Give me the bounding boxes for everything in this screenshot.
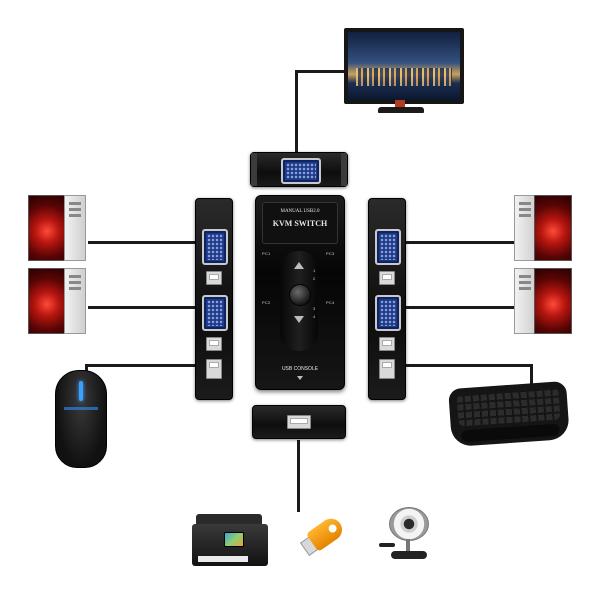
- webcam-icon: [379, 505, 431, 565]
- usb-b-port-pc1: [206, 271, 222, 285]
- up-arrow-icon: [294, 262, 304, 269]
- cable-pc3: [402, 241, 514, 244]
- cable-monitor: [295, 70, 298, 158]
- kvm-label-main: KVM SWITCH: [272, 219, 328, 228]
- down-arrow-icon: [297, 376, 303, 380]
- monitor-base: [378, 107, 424, 113]
- led-label-4: 4: [313, 314, 316, 319]
- cable-pc1: [88, 241, 196, 244]
- vga-port-pc3: [375, 229, 401, 265]
- port-label-pc4: PC4: [326, 300, 335, 305]
- cable-usb-peripherals: [297, 440, 300, 512]
- usb-b-port-pc3: [379, 271, 395, 285]
- pc-tower-icon: [514, 195, 572, 261]
- usb-a-port-keyboard: [379, 359, 395, 379]
- vga-port-pc2: [202, 295, 228, 331]
- usb-a-port-mouse: [206, 359, 222, 379]
- monitor-screen: [344, 28, 464, 104]
- usb-out-port-block: [252, 405, 346, 439]
- vga-port-pc1: [202, 229, 228, 265]
- right-port-panel: [368, 198, 406, 400]
- vga-out-port-block: [250, 152, 348, 187]
- usb-b-port-pc4: [379, 337, 395, 351]
- pc-tower-icon: [28, 195, 86, 261]
- usb-a-port: [287, 415, 311, 429]
- kvm-switch: MANUAL USB2.0 KVM SWITCH PC1 PC2 PC3 PC4…: [255, 195, 345, 390]
- led-label-1: 1: [313, 268, 316, 273]
- switch-button[interactable]: [289, 284, 311, 306]
- printer-icon: [192, 514, 268, 566]
- port-label-pc2: PC2: [262, 300, 271, 305]
- led-label-3: 3: [313, 306, 316, 311]
- usb-b-port-pc2: [206, 337, 222, 351]
- cable-pc4: [402, 306, 514, 309]
- port-label-pc1: PC1: [262, 251, 271, 256]
- kvm-label-panel: MANUAL USB2.0 KVM SWITCH: [262, 202, 338, 244]
- port-label-pc3: PC3: [326, 251, 335, 256]
- cable-mouse: [85, 364, 196, 367]
- cable-keyboard: [530, 364, 533, 392]
- pc-tower-icon: [28, 268, 86, 334]
- cable-monitor: [295, 70, 347, 73]
- vga-port-pc4: [375, 295, 401, 331]
- led-label-2: 2: [313, 276, 316, 281]
- cable-pc2: [88, 306, 196, 309]
- kvm-label-bottom: USB CONSOLE: [281, 366, 319, 372]
- cable-keyboard: [402, 364, 532, 367]
- down-arrow-icon: [294, 316, 304, 323]
- usb-drive-icon: [298, 514, 347, 557]
- monitor-stand: [395, 100, 405, 108]
- vga-port: [281, 158, 321, 184]
- pc-tower-icon: [514, 268, 572, 334]
- keyboard-icon: [448, 380, 570, 448]
- kvm-label-top: MANUAL USB2.0: [280, 209, 320, 214]
- mouse-icon: [55, 370, 107, 468]
- left-port-panel: [195, 198, 233, 400]
